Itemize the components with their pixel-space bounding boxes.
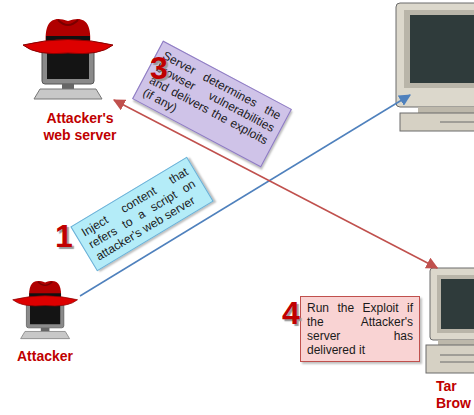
node-label: Attacker's web server	[35, 110, 125, 144]
monitor-bezel	[404, 10, 474, 88]
computer-icon	[426, 268, 474, 373]
web-server-icon-node: Attacker's web server	[22, 12, 114, 100]
node-label: Tar Brow	[436, 378, 474, 412]
hacker-icon	[23, 19, 113, 99]
step-callout-box: Run the Exploit if the Attacker's server…	[300, 296, 420, 362]
monitor-stand	[438, 340, 474, 345]
callout-number: 3	[150, 52, 168, 84]
callout-number: 4	[282, 297, 300, 329]
system-unit	[426, 345, 474, 373]
callout-text: Run the Exploit if the Attacker's server…	[307, 301, 413, 357]
computer-icon	[396, 3, 474, 131]
monitor-screen	[410, 15, 474, 83]
attacker-icon-node: Attacker	[12, 276, 78, 344]
system-unit	[400, 113, 474, 131]
callout-number: 1	[55, 220, 73, 252]
drive-slot	[440, 362, 474, 363]
callout-text: Inject content that refers to a script o…	[79, 165, 205, 264]
target-browser-node: Tar Brow	[428, 268, 474, 378]
node-label: Attacker	[0, 348, 100, 365]
drive-slot	[440, 355, 474, 356]
monitor-case	[396, 3, 474, 107]
monitor-bezel	[437, 275, 474, 333]
step-callout-box: Inject content that refers to a script o…	[70, 157, 213, 272]
monitor-screen	[441, 279, 474, 329]
drive-slot	[440, 122, 474, 123]
monitor-stand	[418, 107, 474, 113]
hacker-icon	[13, 281, 78, 339]
monitor-case	[430, 268, 474, 340]
